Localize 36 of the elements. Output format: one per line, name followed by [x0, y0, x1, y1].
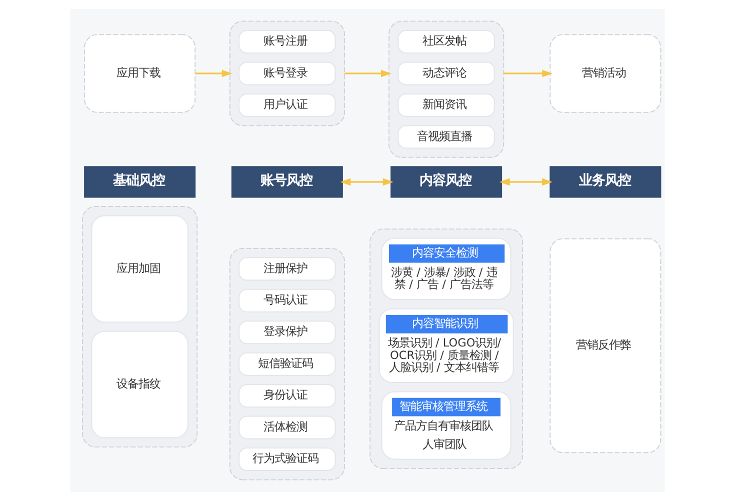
cluster — [82, 205, 198, 447]
cluster — [370, 228, 524, 468]
node-box: 音视频直播 — [398, 124, 495, 148]
node-box: 设备指纹 — [91, 330, 188, 438]
node-box: 社区发帖 — [398, 29, 495, 54]
node-box: 号码认证 — [238, 288, 336, 312]
cluster — [229, 247, 345, 480]
node-box: 动态评论 — [398, 61, 495, 85]
node-box: 营销活动 — [550, 34, 662, 112]
node-box: 内容安全检测 涉黄 / 涉暴/ 涉政 / 违禁 / 广告 / 广告法等 — [381, 237, 512, 300]
arrow — [344, 69, 392, 77]
node-box: 账号风控 — [231, 166, 343, 198]
cluster — [388, 20, 504, 158]
node-box: 内容智能识别 场景识别 / LOGO识别/ OCR识别 / 质量检测 / 人脸识别 / 文本纠错等 — [378, 308, 514, 383]
arrow — [504, 69, 553, 77]
node-box: 用户认证 — [238, 92, 336, 116]
node-box: 应用下载 — [84, 34, 196, 112]
node-box: 内容风控 — [390, 166, 502, 198]
arrow — [499, 178, 552, 186]
node-box: 身份认证 — [238, 384, 336, 408]
node-box: 应用加固 — [91, 214, 188, 322]
node-box: 活体检测 — [238, 415, 336, 439]
arrow — [195, 69, 232, 77]
node-box: 行为式验证码 — [238, 446, 336, 471]
node-box: 账号登录 — [238, 61, 336, 85]
node-box: 新闻资讯 — [398, 92, 495, 116]
node-box: 登录保护 — [238, 320, 336, 344]
node-box: 营销反作弊 — [550, 238, 662, 453]
node-box: 基础风控 — [84, 166, 196, 198]
cluster — [229, 20, 345, 126]
arrow — [340, 178, 394, 186]
node-box: 账号注册 — [238, 29, 336, 54]
node-box: 智能审核管理系统 产品方自有审核团队 人审团队 — [381, 390, 512, 460]
node-box: 注册保护 — [238, 256, 336, 280]
node-box: 短信验证码 — [238, 352, 336, 376]
node-box: 业务风控 — [550, 166, 662, 198]
